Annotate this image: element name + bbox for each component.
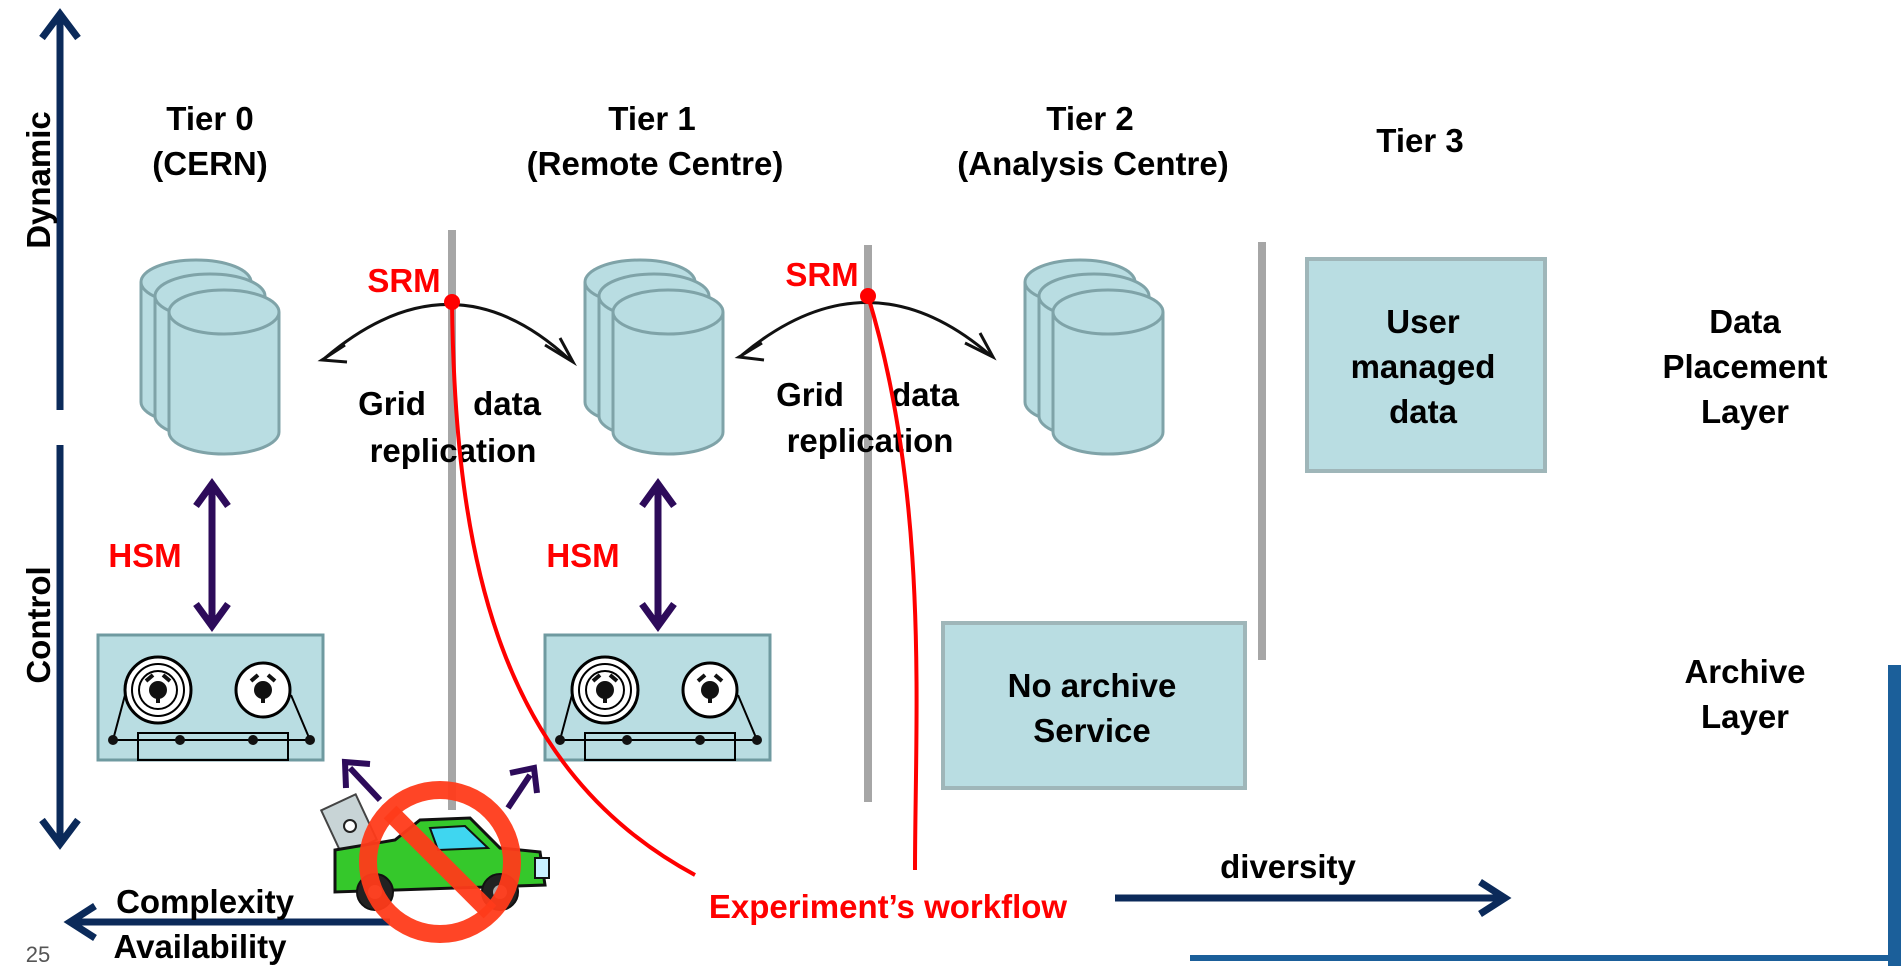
complexity-label: Complexity xyxy=(116,883,295,920)
complexity-axis: Complexity Availability xyxy=(63,883,390,965)
complexity-arrowhead xyxy=(63,903,97,941)
data-placement-layer-line-2: Placement xyxy=(1662,348,1827,385)
srm-label-tier0-tier1: SRM xyxy=(367,262,440,299)
no-archive-line-1: No archive xyxy=(1008,667,1177,704)
no-truck-icon xyxy=(319,781,550,943)
srm-node-tier1-tier2 xyxy=(860,288,876,304)
no-archive-line-2: Service xyxy=(1033,712,1150,749)
edge-accent-bar xyxy=(1888,665,1901,966)
vertical-axis: Dynamic Control xyxy=(20,8,81,850)
diversity-arrowhead xyxy=(1478,879,1512,917)
hsm-arrow-tier1 xyxy=(639,478,677,632)
dynamic-label: Dynamic xyxy=(20,111,57,249)
user-managed-data-box xyxy=(1305,257,1547,473)
replication-word-grid-1: Grid xyxy=(358,385,426,422)
control-label: Control xyxy=(20,566,57,683)
tier-2-subtitle: (Analysis Centre) xyxy=(957,145,1228,182)
hsm-label-tier0: HSM xyxy=(108,537,181,574)
hsm-arrow-tier0 xyxy=(193,478,231,632)
replication-word-grid-2: Grid xyxy=(776,376,844,413)
user-managed-line-3: data xyxy=(1389,393,1458,430)
archive-layer-line-1: Archive xyxy=(1684,653,1805,690)
disk-stack-icon-tier1 xyxy=(583,258,725,456)
diversity-axis: diversity xyxy=(1115,848,1512,917)
replication-word-data-1: data xyxy=(473,385,542,422)
truck-shipping-arrows xyxy=(341,758,540,810)
archive-layer-line-2: Layer xyxy=(1701,698,1789,735)
experiment-workflow-label: Experiment’s workflow xyxy=(709,888,1068,925)
user-managed-line-2: managed xyxy=(1351,348,1496,385)
tier-headers: Tier 0 (CERN) Tier 1 (Remote Centre) Tie… xyxy=(152,100,1463,182)
disk-stack-icon-tier0 xyxy=(139,258,281,456)
data-placement-layer-line-3: Layer xyxy=(1701,393,1789,430)
user-managed-line-1: User xyxy=(1386,303,1460,340)
tape-drive-icon-tier0 xyxy=(96,633,325,762)
hsm-label-tier1: HSM xyxy=(546,537,619,574)
tier-1-subtitle: (Remote Centre) xyxy=(527,145,784,182)
axis-down-arrowhead xyxy=(39,817,81,850)
replication-word-replication-2: replication xyxy=(787,422,954,459)
tape-drive-icon-tier1 xyxy=(543,633,772,762)
experiment-workflow-curves xyxy=(444,288,919,877)
tier-0-title: Tier 0 xyxy=(166,100,253,137)
axis-up-arrowhead xyxy=(39,8,81,41)
replication-word-data-2: data xyxy=(891,376,960,413)
srm-label-tier1-tier2: SRM xyxy=(785,256,858,293)
tier-1-title: Tier 1 xyxy=(608,100,695,137)
replication-arrow-tier0-tier1 xyxy=(317,303,577,367)
tier-2-title: Tier 2 xyxy=(1046,100,1133,137)
disk-stack-icon-tier2 xyxy=(1023,258,1165,456)
diversity-label: diversity xyxy=(1220,848,1356,885)
no-archive-service-box xyxy=(941,621,1247,790)
replication-word-replication-1: replication xyxy=(370,432,537,469)
slide-number: 25 xyxy=(26,942,50,966)
tier-3-title: Tier 3 xyxy=(1376,122,1463,159)
availability-label: Availability xyxy=(113,928,287,965)
srm-node-tier0-tier1 xyxy=(444,294,460,310)
tier-0-subtitle: (CERN) xyxy=(152,145,267,182)
data-placement-layer-line-1: Data xyxy=(1709,303,1781,340)
